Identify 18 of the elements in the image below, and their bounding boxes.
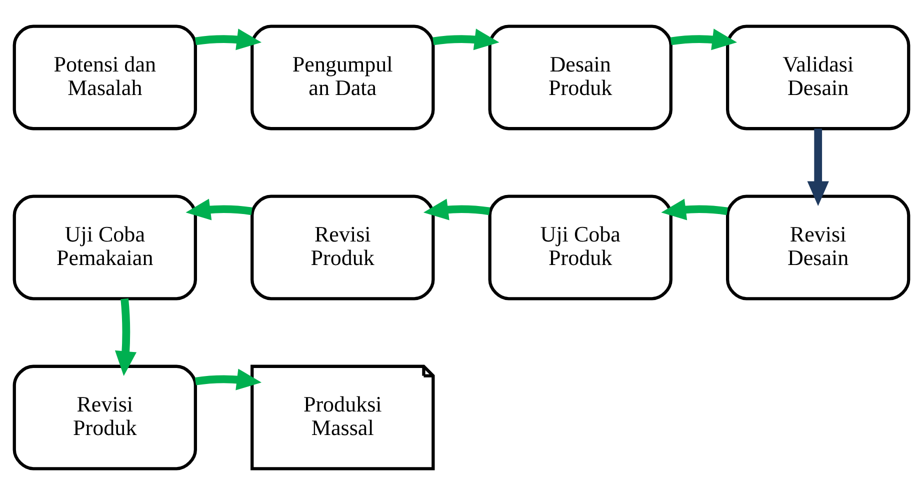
arrow	[186, 198, 252, 220]
node-box: Revisi Produk	[12, 364, 197, 470]
arrow	[432, 28, 500, 50]
arrow	[194, 28, 262, 50]
node-box: Potensi dan Masalah	[12, 24, 197, 130]
arrow	[661, 198, 728, 220]
arrow	[807, 128, 829, 206]
arrow	[114, 298, 137, 376]
arrow	[194, 368, 262, 390]
node-box: Uji Coba Produk	[488, 194, 672, 300]
node-box: Revisi Desain	[726, 194, 910, 300]
node-box: Desain Produk	[488, 24, 672, 130]
node-box: Uji Coba Pemakaian	[12, 194, 197, 300]
node-box: Revisi Produk	[250, 194, 435, 300]
node-box: Pengumpul an Data	[250, 24, 435, 130]
node-box: Validasi Desain	[726, 24, 910, 130]
arrow	[423, 198, 490, 220]
arrow	[670, 28, 737, 50]
